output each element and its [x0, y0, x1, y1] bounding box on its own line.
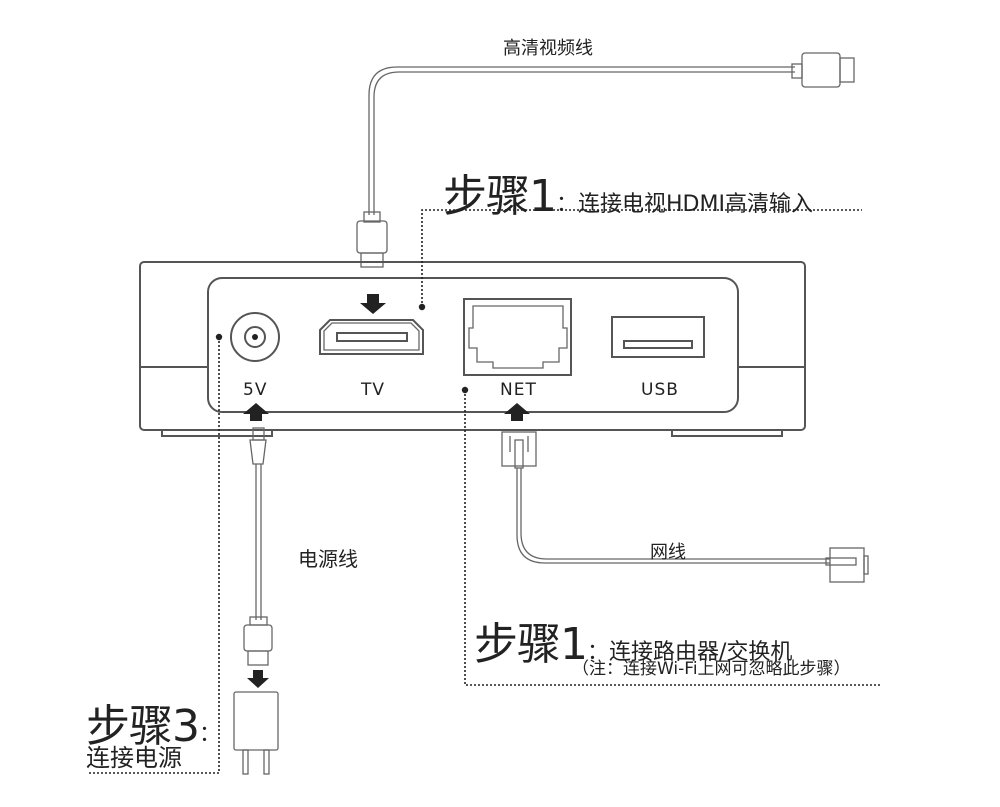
arrow-down-icon	[247, 670, 269, 688]
usb-port-icon	[611, 316, 705, 358]
power-cable-label: 电源线	[298, 547, 358, 571]
dc-jack-icon	[230, 312, 280, 362]
step-hdmi-colon: ：	[556, 192, 579, 217]
network-cable-label: 网线	[650, 542, 686, 563]
step-router-title: 步骤1	[474, 619, 588, 670]
network-cable	[501, 431, 869, 583]
step-router-desc: 连接路由器/交换机	[609, 640, 793, 665]
step-hdmi-callout: 步骤1：连接电视HDMI高清输入	[443, 160, 813, 224]
step-router-callout: 步骤1：连接路由器/交换机	[474, 608, 792, 672]
step-power-title: 步骤3	[86, 701, 200, 752]
step-router-note: （注：连接Wi-Fi上网可忽略此步骤）	[572, 659, 851, 679]
port-label-usb: USB	[641, 380, 679, 400]
step-power-desc: 连接电源	[86, 744, 182, 772]
step-hdmi-title: 步骤1	[443, 171, 557, 222]
arrow-down-icon	[360, 294, 386, 314]
port-label-tv: TV	[361, 380, 386, 400]
device-body	[139, 261, 806, 437]
hdmi-cable	[356, 52, 855, 268]
power-cable	[243, 427, 273, 666]
port-label-net: NET	[500, 380, 537, 400]
hdmi-cable-label: 高清视频线	[503, 38, 593, 59]
step-hdmi-desc: 连接电视HDMI高清输入	[578, 192, 813, 217]
hdmi-port-icon	[319, 319, 424, 355]
rj45-port-icon	[463, 298, 572, 376]
callout-lines	[88, 209, 880, 774]
step-power-colon: ：	[199, 722, 222, 747]
arrow-up-icon	[504, 403, 530, 421]
power-adapter-icon	[233, 691, 279, 775]
step-power-callout: 步骤3：	[86, 690, 221, 754]
step-router-colon: ：	[587, 640, 610, 665]
arrow-up-icon	[243, 403, 269, 421]
port-label-5v: 5V	[243, 380, 268, 400]
